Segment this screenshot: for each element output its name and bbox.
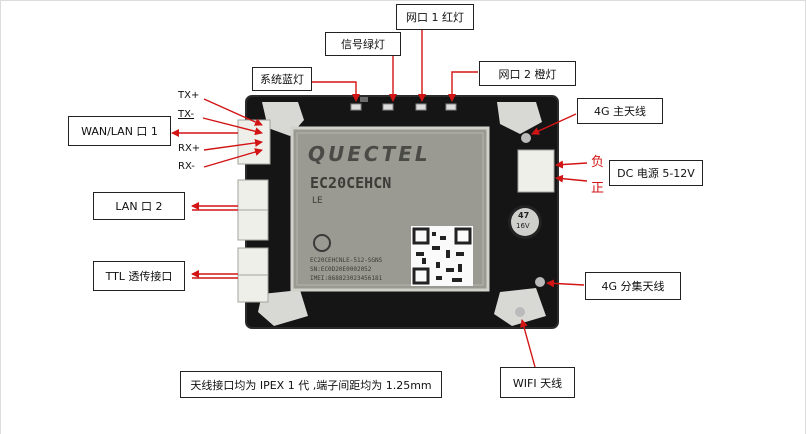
module-line3: IMEI:868823023456181 [310, 275, 383, 282]
wifi-antenna-label: WIFI 天线 [500, 367, 575, 398]
pin-rxn-label: RX- [178, 161, 195, 172]
status-leds [350, 97, 457, 111]
capacitor [508, 205, 542, 239]
antenna-note-label: 天线接口均为 IPEX 1 代 ,端子间距均为 1.25mm [180, 371, 442, 398]
wan-lan-port1-label: WAN/LAN 口 1 [68, 116, 171, 146]
capacitor-rating: 16V [516, 222, 530, 230]
ttl-interface-label: TTL 透传接口 [93, 261, 185, 291]
capacitor-value: 47 [518, 211, 530, 220]
pin-txn-label: TX- [178, 109, 195, 120]
module-sub: LE [312, 196, 323, 206]
diversity-antenna-pad [535, 277, 545, 287]
dc-power-label: DC 电源 5-12V [609, 160, 703, 186]
port2-led-label: 网口 2 橙灯 [479, 61, 576, 86]
module-line1: EC20CEHCNLE-512-SGNS [310, 257, 383, 264]
signal-led-label: 信号绿灯 [325, 32, 401, 56]
page-border-left [0, 0, 1, 434]
module-model: EC20CEHCN [310, 174, 392, 192]
qr-code [411, 226, 473, 286]
module-brand: QUECTEL [308, 142, 431, 166]
pin-txp-label: TX+ [178, 90, 200, 101]
diversity-antenna-label: 4G 分集天线 [585, 272, 681, 300]
negative-terminal-label: 负 [591, 155, 605, 170]
module-line2: SN:EC0D20E0002052 [310, 266, 372, 273]
wifi-antenna-pad [515, 307, 525, 317]
positive-terminal-label: 正 [591, 181, 605, 196]
page-border-top [0, 0, 806, 1]
power-connector [517, 149, 555, 193]
system-led-label: 系统蓝灯 [252, 67, 312, 91]
lan-port2-label: LAN 口 2 [93, 192, 185, 220]
left-connectors [237, 119, 271, 303]
main-antenna-label: 4G 主天线 [577, 98, 663, 124]
main-antenna-pad [521, 133, 531, 143]
module-logo [313, 234, 331, 252]
pin-rxp-label: RX+ [178, 143, 201, 154]
port1-led-label: 网口 1 红灯 [396, 4, 474, 30]
